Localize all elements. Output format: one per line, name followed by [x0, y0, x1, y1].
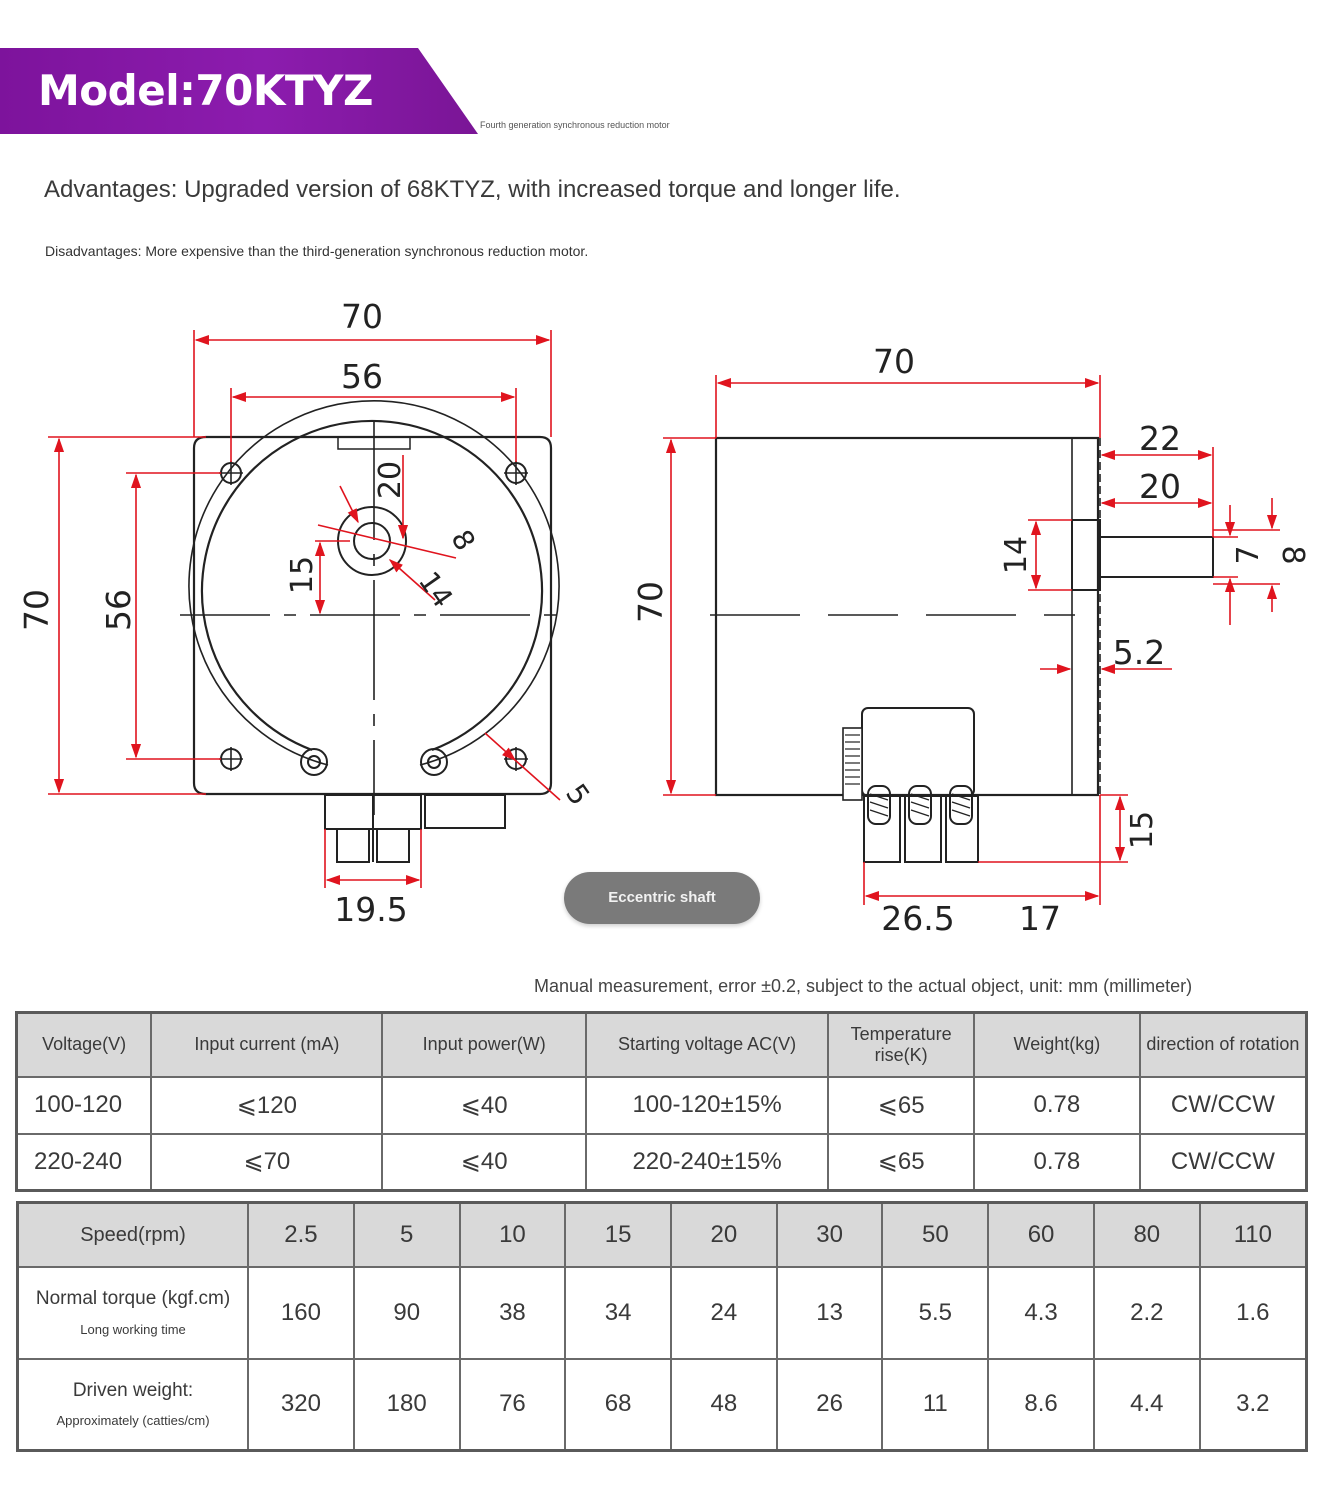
spec-header-weight: Weight(kg) — [973, 1011, 1141, 1078]
side-shaft-20: 20 — [1139, 467, 1181, 506]
side-terminal-15: 15 — [1125, 811, 1160, 849]
torque-cell: 13 — [775, 1265, 884, 1360]
speed-cell: 50 — [881, 1201, 990, 1268]
weight-cell: 26 — [775, 1357, 884, 1452]
front-dim-20: 20 — [373, 461, 408, 499]
performance-table: Speed(rpm) 2.5 5 10 15 20 30 50 60 80 11… — [16, 1201, 1308, 1452]
weight-cell: 180 — [352, 1357, 461, 1452]
torque-cell: 34 — [564, 1265, 673, 1360]
speed-cell: 110 — [1198, 1201, 1308, 1268]
side-boss-14: 14 — [999, 536, 1034, 574]
weight-cell: 3.2 — [1198, 1357, 1308, 1452]
front-height-70: 70 — [17, 589, 56, 631]
spec-cell: CW/CCW — [1138, 1075, 1308, 1135]
model-title: Model:70KTYZ — [38, 66, 373, 115]
spec-cell: ⩽40 — [381, 1132, 587, 1192]
weight-cell: 68 — [564, 1357, 673, 1452]
front-dim-14: 14 — [412, 565, 459, 613]
spec-cell: ⩽120 — [150, 1075, 384, 1135]
speed-cell: 5 — [352, 1201, 461, 1268]
weight-label-cell: Driven weight: Approximately (catties/cm… — [16, 1357, 250, 1452]
weight-cell: 320 — [247, 1357, 355, 1452]
weight-cell: 8.6 — [987, 1357, 1095, 1452]
spec-cell: ⩽70 — [150, 1132, 384, 1192]
front-view: 70 56 70 56 20 15 8 14 5 19.5 — [17, 297, 596, 929]
torque-label-cell: Normal torque (kgf.cm) Long working time — [16, 1265, 250, 1360]
spec-row: 100-120 ⩽120 ⩽40 100-120±15% ⩽65 0.78 CW… — [15, 1075, 1308, 1135]
speed-cell: 10 — [458, 1201, 567, 1268]
spec-header-current: Input current (mA) — [150, 1011, 384, 1078]
weight-sublabel: Approximately (catties/cm) — [56, 1413, 210, 1429]
speed-label: Speed(rpm) — [16, 1201, 250, 1268]
dimension-drawing: 70 56 70 56 20 15 8 14 5 19.5 — [17, 297, 1310, 938]
spec-header-rotation: direction of rotation — [1138, 1011, 1308, 1078]
spec-header-temperature: Temperature rise(K) — [827, 1011, 976, 1078]
front-height-56: 56 — [99, 589, 138, 631]
weight-cell: 76 — [458, 1357, 567, 1452]
side-terminal-17: 17 — [1019, 899, 1061, 938]
front-dim-5: 5 — [559, 778, 596, 812]
spec-header-power: Input power(W) — [381, 1011, 587, 1078]
side-length-70: 70 — [873, 342, 915, 381]
front-width-70: 70 — [341, 297, 383, 336]
side-shaft-22: 22 — [1139, 419, 1181, 458]
side-shaft-8: 8 — [1275, 545, 1310, 564]
spec-header-starting-voltage: Starting voltage AC(V) — [584, 1011, 830, 1078]
side-view: 70 70 22 20 14 7 8 5.2 15 26.5 17 — [631, 342, 1310, 938]
side-shaft-7: 7 — [1231, 545, 1266, 564]
spec-cell: 220-240±15% — [584, 1132, 830, 1192]
torque-cell: 38 — [458, 1265, 567, 1360]
model-subtitle: Fourth generation synchronous reduction … — [480, 120, 670, 130]
side-flange-5-2: 5.2 — [1113, 633, 1165, 672]
weight-cell: 48 — [670, 1357, 778, 1452]
weight-cell: 4.4 — [1092, 1357, 1201, 1452]
spec-cell: CW/CCW — [1138, 1132, 1308, 1192]
spec-cell: 0.78 — [973, 1075, 1141, 1135]
torque-cell: 24 — [670, 1265, 778, 1360]
front-dim-8: 8 — [444, 524, 481, 556]
speed-cell: 20 — [670, 1201, 778, 1268]
spec-cell: 220-240 — [15, 1132, 153, 1192]
spec-cell: 0.78 — [973, 1132, 1141, 1192]
speed-cell: 60 — [987, 1201, 1095, 1268]
disadvantages-text: Disadvantages: More expensive than the t… — [45, 243, 589, 259]
spec-cell: ⩽40 — [381, 1075, 587, 1135]
speed-cell: 30 — [775, 1201, 884, 1268]
side-height-70: 70 — [631, 581, 670, 623]
spec-header-voltage: Voltage(V) — [15, 1011, 153, 1078]
torque-cell: 1.6 — [1198, 1265, 1308, 1360]
advantages-text: Advantages: Upgraded version of 68KTYZ, … — [44, 176, 901, 203]
torque-cell: 90 — [352, 1265, 461, 1360]
front-dim-15: 15 — [285, 556, 320, 594]
side-terminal-26-5: 26.5 — [881, 899, 954, 938]
front-terminal-19-5: 19.5 — [334, 890, 407, 929]
spec-row: 220-240 ⩽70 ⩽40 220-240±15% ⩽65 0.78 CW/… — [15, 1132, 1308, 1192]
front-width-56: 56 — [341, 357, 383, 396]
torque-label: Normal torque (kgf.cm) — [35, 1288, 231, 1310]
speed-cell: 2.5 — [247, 1201, 355, 1268]
speed-cell: 15 — [564, 1201, 673, 1268]
torque-cell: 5.5 — [881, 1265, 990, 1360]
torque-sublabel: Long working time — [80, 1321, 186, 1337]
eccentric-shaft-badge: Eccentric shaft — [564, 872, 760, 924]
spec-header-row: Voltage(V) Input current (mA) Input powe… — [15, 1011, 1308, 1078]
torque-row: Normal torque (kgf.cm) Long working time… — [16, 1265, 1308, 1360]
weight-label: Driven weight: — [72, 1379, 194, 1401]
spec-cell: ⩽65 — [827, 1075, 976, 1135]
model-banner — [0, 48, 478, 134]
torque-cell: 4.3 — [987, 1265, 1095, 1360]
torque-cell: 2.2 — [1092, 1265, 1201, 1360]
weight-row: Driven weight: Approximately (catties/cm… — [16, 1357, 1308, 1452]
torque-cell: 160 — [247, 1265, 355, 1360]
spec-table: Voltage(V) Input current (mA) Input powe… — [15, 1011, 1308, 1192]
speed-row: Speed(rpm) 2.5 5 10 15 20 30 50 60 80 11… — [16, 1201, 1308, 1268]
spec-cell: 100-120±15% — [584, 1075, 830, 1135]
spec-cell: 100-120 — [15, 1075, 153, 1135]
measurement-note: Manual measurement, error ±0.2, subject … — [534, 976, 1193, 996]
spec-cell: ⩽65 — [827, 1132, 976, 1192]
speed-cell: 80 — [1092, 1201, 1201, 1268]
weight-cell: 11 — [881, 1357, 990, 1452]
